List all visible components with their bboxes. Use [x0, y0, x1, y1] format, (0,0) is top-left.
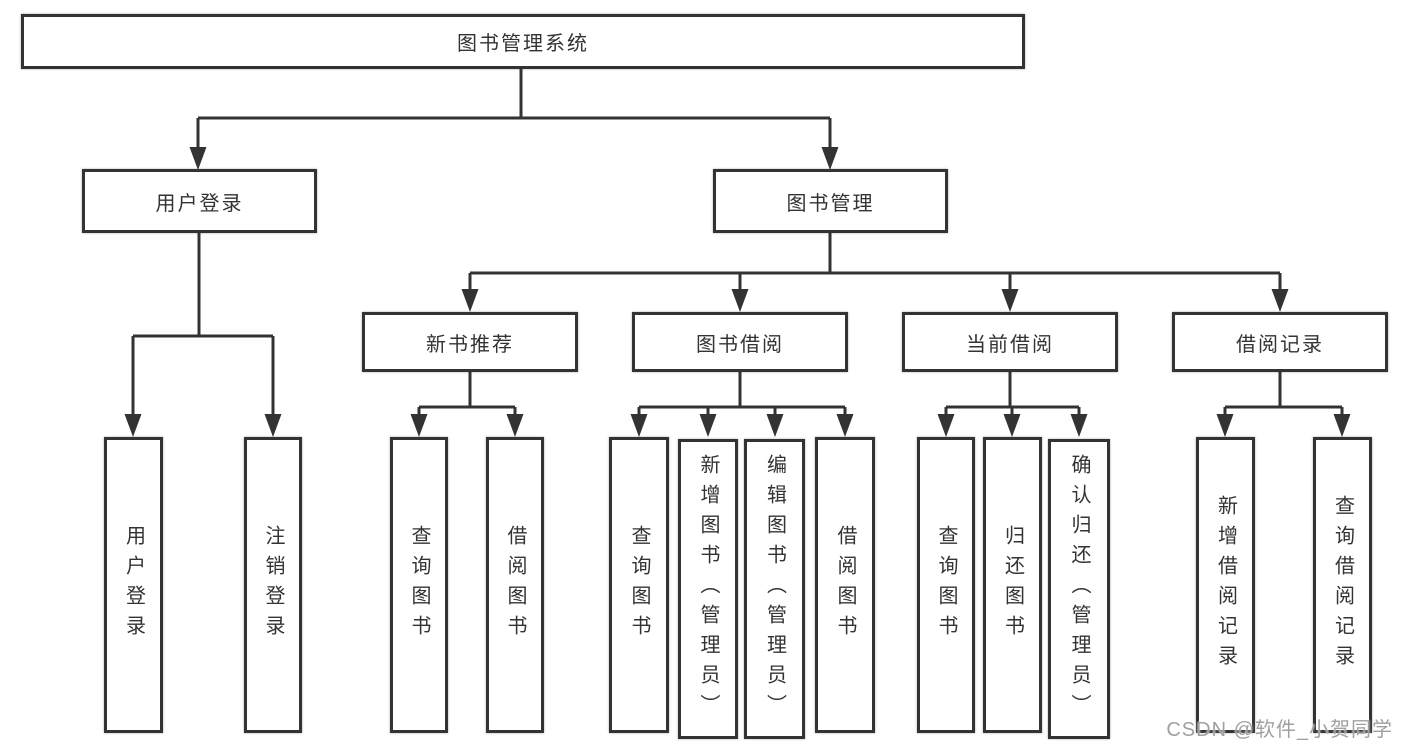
connector-userlogin-to-leaves — [131, 233, 275, 418]
connector-root-to-level2 — [196, 69, 832, 150]
leaf-logout: 注销登录 — [244, 437, 302, 733]
leaf-cb-query-books: 查询图书 — [917, 437, 975, 733]
leaf-logout-label: 注销登录 — [262, 525, 284, 645]
connector-newbook-to-leaves — [417, 372, 517, 418]
leaf-bb-add-books: 新增图书（管理员） — [678, 439, 738, 739]
leaf-br-query-record: 查询借阅记录 — [1313, 437, 1372, 733]
leaf-cb-return-books: 归还图书 — [983, 437, 1042, 733]
node-user-login-label: 用户登录 — [155, 192, 244, 215]
node-root-label: 图书管理系统 — [457, 33, 589, 55]
connector-bookmgmt-to-level3 — [468, 233, 1282, 293]
node-root: 图书管理系统 — [21, 14, 1025, 69]
leaf-bb-query-books-label: 查询图书 — [628, 525, 650, 645]
connector-current-to-leaves — [944, 372, 1081, 418]
node-user-login: 用户登录 — [82, 169, 317, 233]
leaf-user-login-label: 用户登录 — [122, 525, 145, 645]
connector-borrowing-to-leaves — [637, 372, 847, 418]
node-borrowing-records-label: 借阅记录 — [1236, 333, 1324, 356]
leaf-cb-confirm-return: 确认归还（管理员） — [1048, 439, 1110, 739]
leaf-bb-edit-books: 编辑图书（管理员） — [744, 439, 805, 739]
leaf-br-query-record-label: 查询借阅记录 — [1331, 495, 1354, 675]
leaf-bb-query-books: 查询图书 — [609, 437, 669, 733]
node-book-management: 图书管理 — [713, 169, 948, 233]
leaf-bb-borrow-books: 借阅图书 — [815, 437, 875, 733]
csdn-watermark: CSDN @软件_小贺同学 — [1166, 719, 1393, 741]
leaf-nb-borrow-books: 借阅图书 — [486, 437, 544, 733]
node-current-borrowing-label: 当前借阅 — [966, 333, 1054, 356]
leaf-bb-add-books-label: 新增图书（管理员） — [697, 454, 719, 724]
leaf-br-add-record: 新增借阅记录 — [1196, 437, 1255, 733]
leaf-nb-borrow-books-label: 借阅图书 — [504, 525, 526, 645]
leaf-cb-confirm-return-label: 确认归还（管理员） — [1068, 454, 1090, 724]
node-new-book-recommend: 新书推荐 — [362, 312, 578, 372]
leaf-cb-query-books-label: 查询图书 — [935, 525, 957, 645]
leaf-nb-query-books: 查询图书 — [390, 437, 448, 733]
node-book-borrowing: 图书借阅 — [632, 312, 848, 372]
leaf-cb-return-books-label: 归还图书 — [1001, 525, 1024, 645]
node-borrowing-records: 借阅记录 — [1172, 312, 1388, 372]
leaf-user-login: 用户登录 — [104, 437, 163, 733]
leaf-bb-edit-books-label: 编辑图书（管理员） — [763, 454, 786, 724]
node-book-borrowing-label: 图书借阅 — [696, 333, 784, 356]
connector-records-to-leaves — [1223, 372, 1344, 418]
node-book-management-label: 图书管理 — [786, 192, 875, 215]
leaf-nb-query-books-label: 查询图书 — [408, 525, 430, 645]
node-new-book-recommend-label: 新书推荐 — [426, 333, 514, 356]
leaf-br-add-record-label: 新增借阅记录 — [1214, 495, 1237, 675]
node-current-borrowing: 当前借阅 — [902, 312, 1118, 372]
leaf-bb-borrow-books-label: 借阅图书 — [834, 525, 856, 645]
